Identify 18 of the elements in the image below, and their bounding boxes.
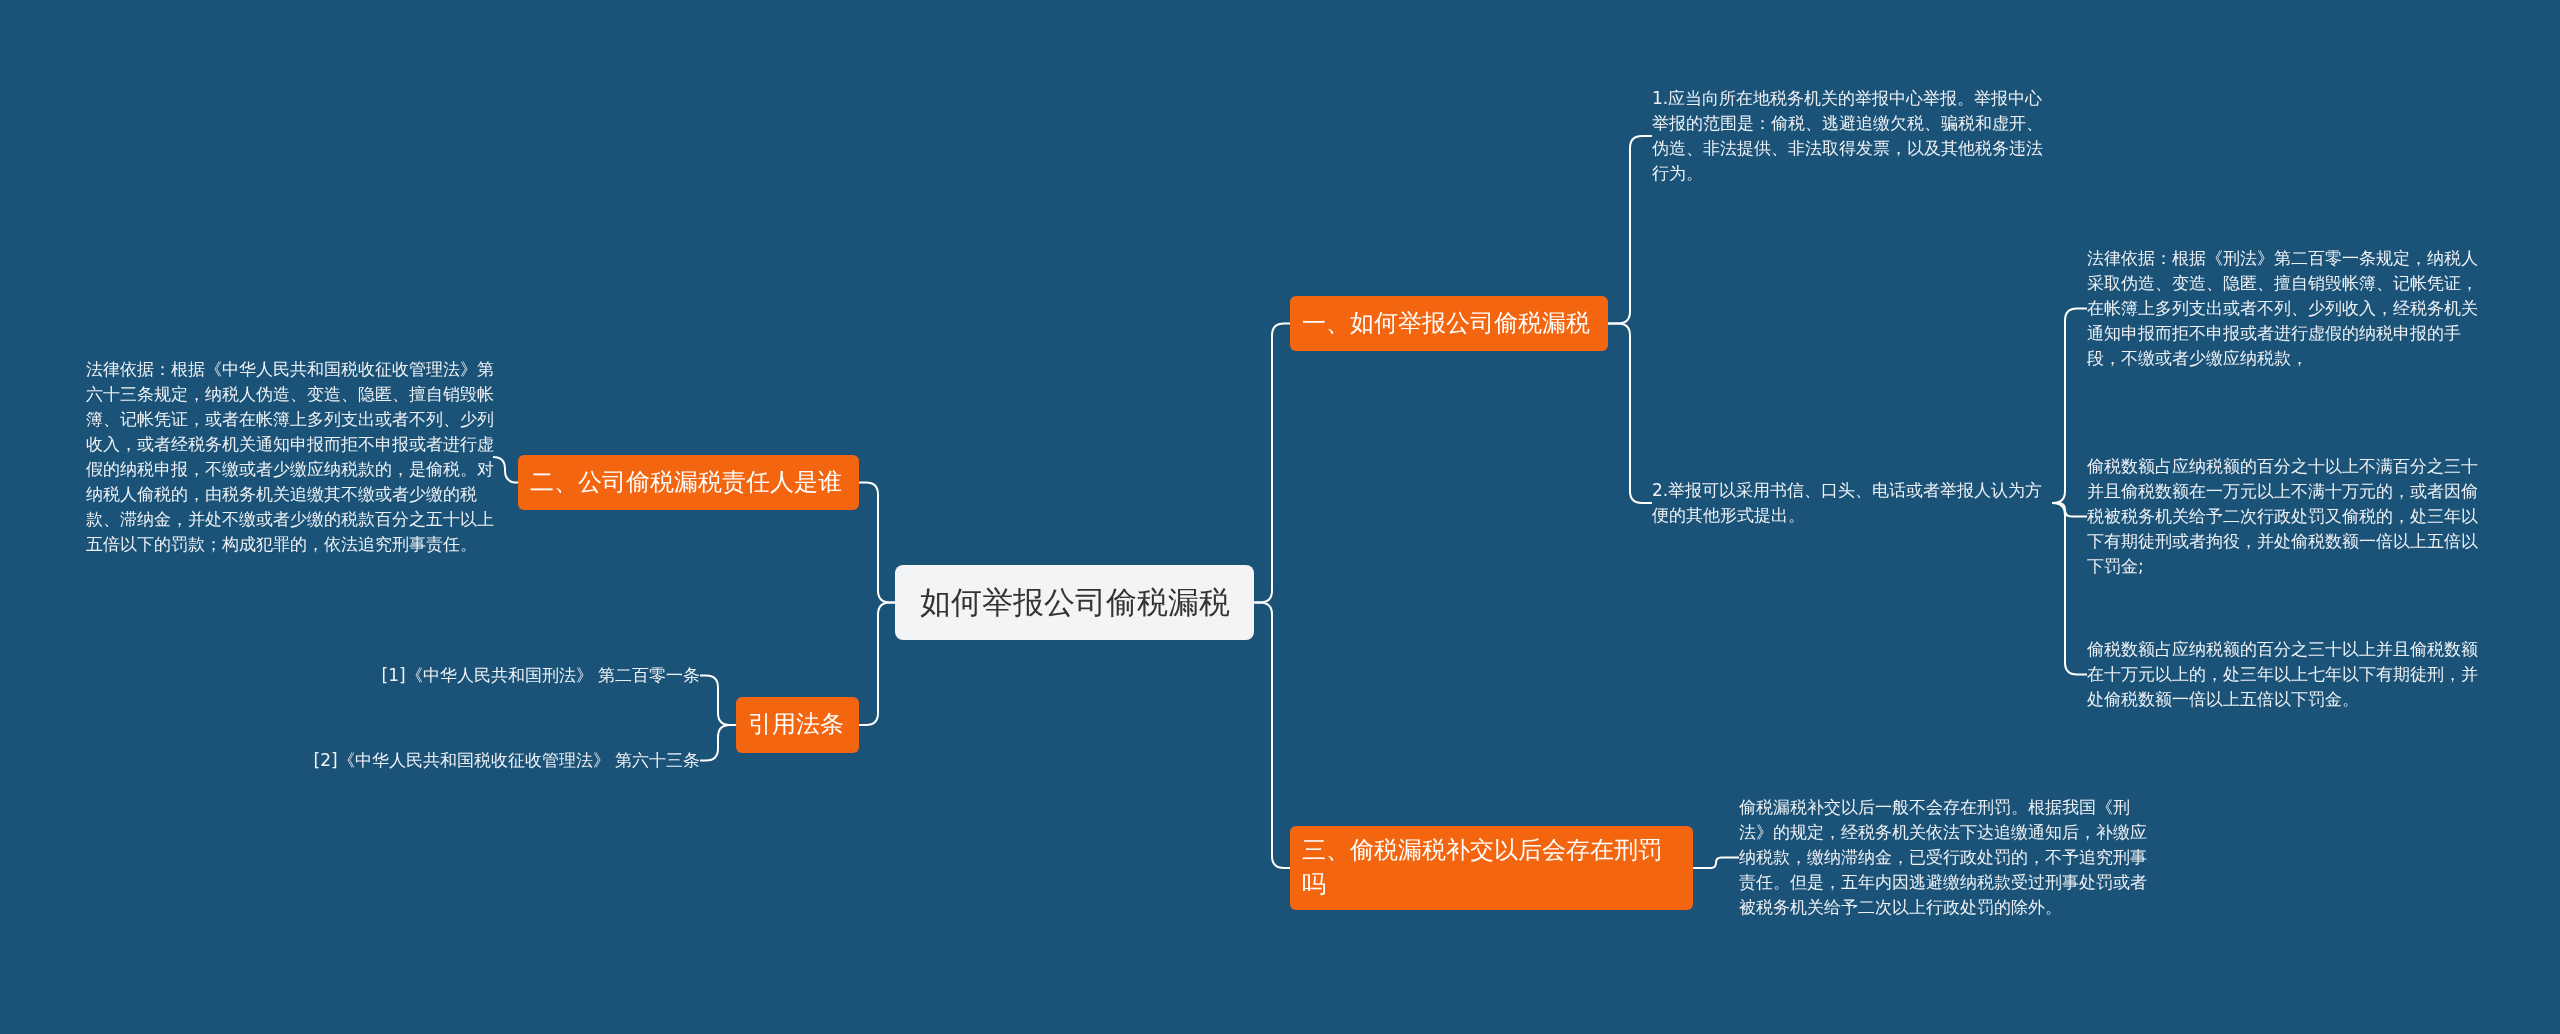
note-text: 法律依据：根据《刑法》第二百零一条规定，纳税人采取伪造、变造、隐匿、擅自销毁帐簿、记帐凭证，在帐簿上多列支出或者不列、少列收入，经税务机关通知申报而拒不申报或者进行虚假的纳税申报的手段，不缴或者少缴应纳税款， [2087,246,2487,371]
connector-line [1692,856,1740,869]
note-text: [1]《中华人民共和国刑法》 第二百零一条 [300,663,700,688]
topic-box: 二、公司偷税漏税责任人是谁 [518,455,859,510]
note-text: 1.应当向所在地税务机关的举报中心举报。举报中心举报的范围是：偷税、逃避追缴欠税、骗税和虚开、伪造、非法提供、非法取得发票，以及其他税务违法行为。 [1652,86,2052,186]
note-text: 偷税数额占应纳税额的百分之十以上不满百分之三十并且偷税数额在一万元以上不满十万元的，或者因偷税被税务机关给予二次行政处罚又偷税的，处三年以下有期徒刑或者拘役，并处偷税数额一倍以上五倍以下罚金; [2087,454,2487,579]
topic-box: 引用法条 [736,697,859,753]
connector-line [858,601,896,726]
note-text: 偷税数额占应纳税额的百分之三十以上并且偷税数额在十万元以上的，处三年以上七年以下有期徒刑，并处偷税数额一倍以上五倍以下罚金。 [2087,637,2487,712]
note-text: [2]《中华人民共和国税收征收管理法》 第六十三条 [290,748,700,773]
central-topic-box: 如何举报公司偷税漏税 [895,565,1254,640]
connector-line [699,724,737,762]
topic-box: 一、如何举报公司偷税漏税 [1290,296,1608,351]
note-text: 2.举报可以采用书信、口头、电话或者举报人认为方便的其他形式提出。 [1652,478,2052,528]
topic-box: 三、偷税漏税补交以后会存在刑罚吗 [1290,826,1693,910]
connector-line [492,456,519,484]
note-text: 法律依据：根据《中华人民共和国税收征收管理法》第六十三条规定，纳税人伪造、变造、隐匿、擅自销毁帐簿、记帐凭证，或者在帐簿上多列支出或者不列、少列收入，或者经税务机关通知申报而拒不申报或者进行虚假的纳税申报，不缴或者少缴应纳税款的，是偷税。对纳税人偷税的，由税务机关追缴其不缴或者少缴的税款、滞纳金，并处不缴或者少缴的税款百分之五十以上五倍以下的罚款；构成犯罪的，依法追究刑事责任。 [86,357,494,557]
note-text: 偷税漏税补交以后一般不会存在刑罚。根据我国《刑法》的规定，经税务机关依法下达追缴通知后，补缴应纳税款，缴纳滞纳金，已受行政处罚的，不予追究刑事责任。但是，五年内因逃避缴纳税款受过刑事处罚或者被税务机关给予二次以上行政处罚的除外。 [1739,795,2149,920]
